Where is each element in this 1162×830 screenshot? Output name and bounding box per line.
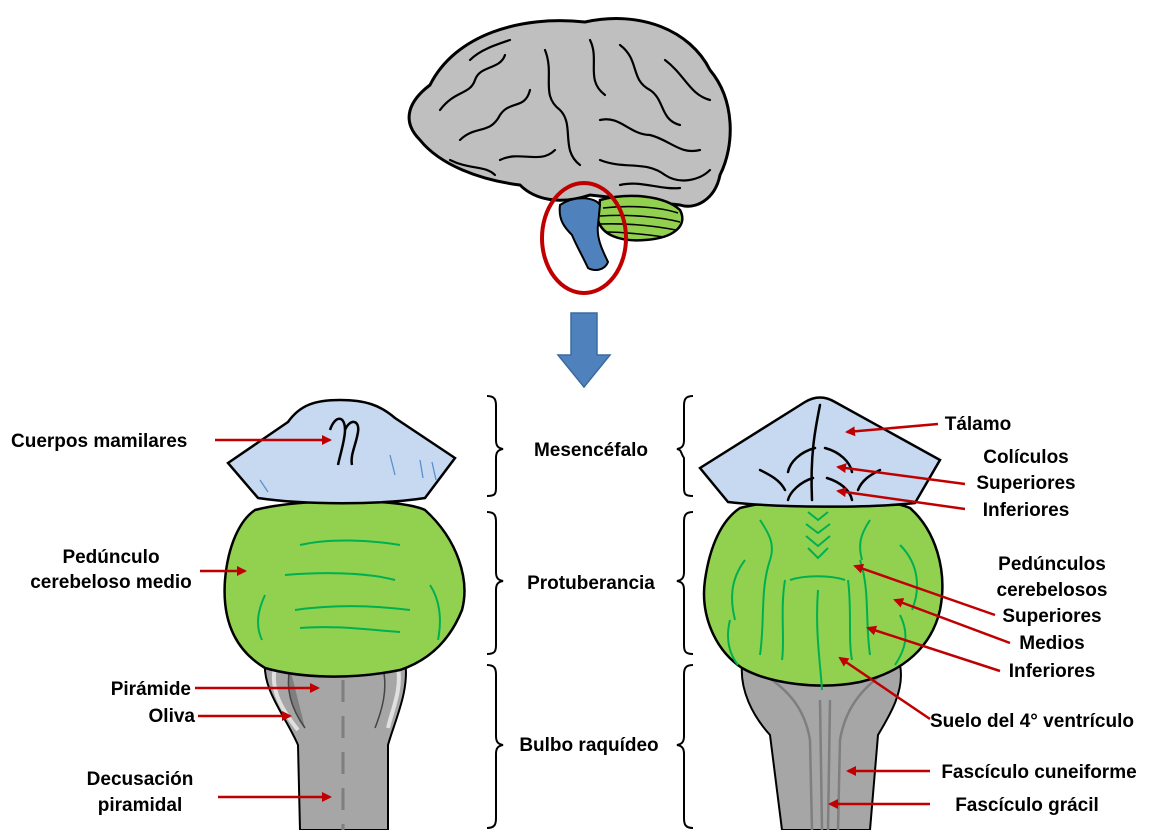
label-cuerpos-mamilares: Cuerpos mamilares [11, 431, 187, 452]
cerebrum [409, 19, 730, 207]
labels: Cuerpos mamilares Pedúnculo cerebeloso m… [11, 414, 1137, 816]
ventral-brainstem [225, 400, 465, 830]
label-ped-superiores: Superiores [1002, 606, 1101, 627]
label-piramide: Pirámide [111, 679, 191, 700]
brain-illustration [409, 19, 730, 293]
label-col-superiores: Superiores [976, 473, 1075, 494]
down-arrow-icon [558, 313, 610, 387]
midbrain-dorsal [700, 398, 940, 507]
label-talamo: Tálamo [945, 414, 1012, 435]
label-ped-inferiores: Inferiores [1009, 661, 1096, 682]
label-mesencefalo: Mesencéfalo [534, 440, 648, 461]
label-bulbo: Bulbo raquídeo [519, 735, 658, 756]
label-suelo: Suelo del 4° ventrículo [930, 711, 1134, 732]
label-cuneiforme: Fascículo cuneiforme [941, 762, 1136, 783]
label-col-inferiores: Inferiores [983, 500, 1070, 521]
label-ped-medios: Medios [1019, 633, 1084, 654]
label-oliva: Oliva [149, 706, 196, 727]
label-pedunculo-line2: cerebeloso medio [30, 572, 192, 593]
label-pedunculo-line1: Pedúnculo [62, 547, 159, 568]
label-cerebelosos: cerebelosos [997, 580, 1108, 601]
label-protuberancia: Protuberancia [527, 573, 655, 594]
dorsal-brainstem [700, 398, 942, 830]
label-decusacion-line1: Decusación [87, 769, 194, 790]
pons-dorsal [704, 498, 942, 685]
label-decusacion-line2: piramidal [98, 795, 182, 816]
pons-ventral [225, 501, 465, 677]
label-coliculos: Colículos [983, 447, 1069, 468]
label-pedunculos: Pedúnculos [998, 554, 1106, 575]
label-gracil: Fascículo grácil [955, 795, 1099, 816]
